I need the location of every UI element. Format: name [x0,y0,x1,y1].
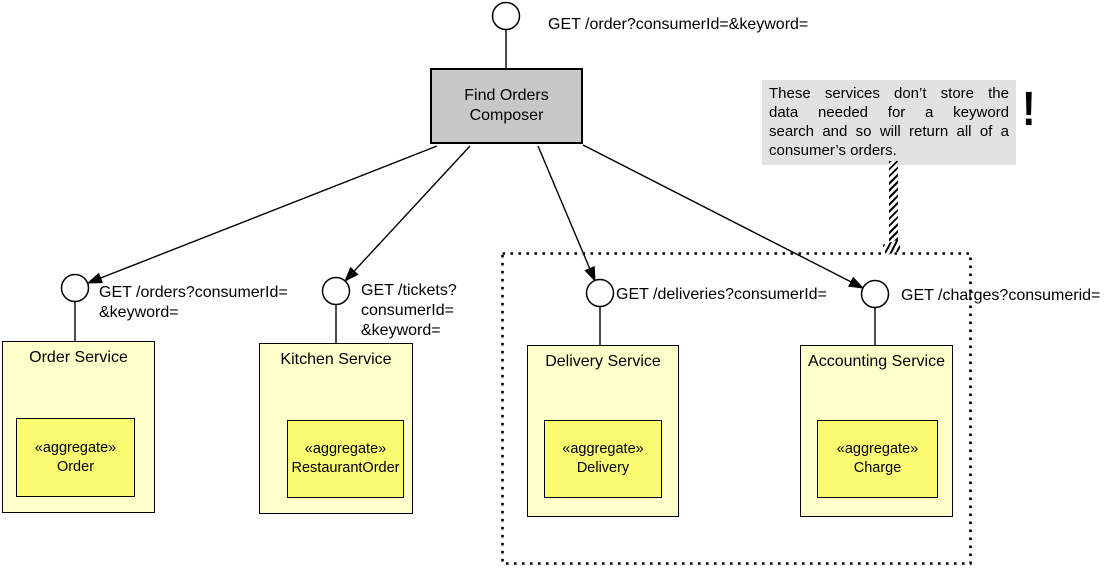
kitchen-endpoint-label: GET /tickets? consumerId= &keyword= [361,282,457,339]
root-interface-circle [491,1,521,31]
arrow-composer-to-order [86,145,438,284]
delivery-endpoint-label: GET /deliveries?consumerId= [616,286,827,303]
note-box: These services don’t store the data need… [762,80,1016,165]
aggregate-name: Order [56,458,95,475]
note-line: search and so will return all of a [769,123,1009,140]
kitchen-service-box: Kitchen Service «aggregate» RestaurantOr… [259,343,413,514]
kitchen-interface-circle [321,276,351,306]
accounting-service-box: Accounting Service «aggregate» Charge [800,345,953,517]
aggregate-stereotype: «aggregate» [562,441,644,457]
root-endpoint-label: GET /order?consumerId=&keyword= [548,16,809,33]
order-interface-circle [60,273,90,303]
aggregate-name: RestaurantOrder [291,460,400,476]
accounting-interface-circle [860,279,890,309]
note-connector [889,161,898,252]
order-service-title: Order Service [29,349,128,366]
note-line: These services don’t store the [769,85,1009,102]
order-service-box: Order Service «aggregate» Order [2,341,155,513]
dotted-group-boundary [501,252,972,565]
exclamation-mark: ! [1022,83,1036,136]
aggregate-stereotype: «aggregate» [304,441,387,457]
accounting-endpoint-label: GET /charges?consumerid= [901,287,1101,304]
arrow-composer-to-accounting [582,144,865,289]
aggregate-name: Delivery [576,460,630,476]
composer-label: Find Orders Composer [464,87,549,124]
accounting-service-title: Accounting Service [808,353,945,370]
note-line: data needed for a keyword [769,104,1009,121]
find-orders-composer-box: Find Orders Composer [430,68,583,144]
delivery-service-title: Delivery Service [545,353,661,370]
order-endpoint-label: GET /orders?consumerId= &keyword= [99,284,288,321]
delivery-interface-circle [585,278,615,308]
accounting-aggregate-box: «aggregate» Charge [817,420,938,498]
delivery-aggregate-box: «aggregate» Delivery [544,420,662,498]
order-aggregate-box: «aggregate» Order [16,418,135,497]
aggregate-name: Charge [853,460,902,476]
delivery-service-box: Delivery Service «aggregate» Delivery [527,345,679,517]
kitchen-service-title: Kitchen Service [280,351,392,368]
arrow-composer-to-kitchen [344,145,471,283]
arrow-composer-to-delivery [537,145,596,283]
note-line: consumer’s orders. [769,142,897,159]
aggregate-stereotype: «aggregate» [34,439,117,456]
kitchen-aggregate-box: «aggregate» RestaurantOrder [287,420,404,498]
aggregate-stereotype: «aggregate» [836,441,919,457]
